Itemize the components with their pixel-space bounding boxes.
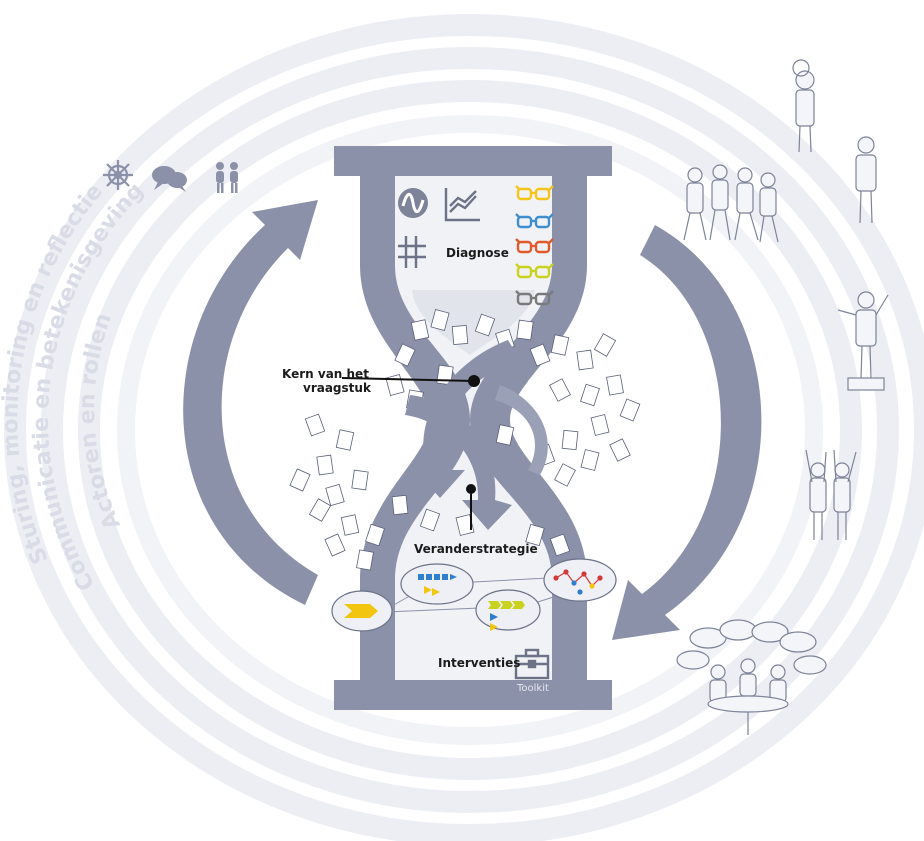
left-cycle-arrow: [183, 200, 318, 605]
kern-pointer: [341, 375, 480, 387]
glasses-blue-icon: [515, 213, 554, 229]
bubble-right: [543, 558, 617, 602]
people-pair-icon: [216, 162, 238, 193]
person-standing-illustration: [855, 136, 877, 224]
line-chart-icon: [444, 188, 480, 222]
glasses-red-icon: [515, 238, 554, 254]
interventies-label: Interventies: [438, 656, 521, 670]
toolbox-icon: [514, 648, 550, 680]
strategy-bubbles: [331, 558, 617, 632]
kern-label-line1: Kern van het: [282, 367, 369, 381]
glasses-icons: [515, 185, 554, 306]
veranderstrategie-pointer: [466, 484, 476, 530]
grid-icon: [398, 236, 426, 268]
background-rings: [4, 14, 924, 841]
central-twist-arrows: [405, 340, 548, 530]
sine-wave-icon: [398, 188, 428, 218]
toolkit-label: Toolkit: [517, 683, 549, 694]
veranderstrategie-label: Veranderstrategie: [414, 542, 538, 556]
person-magnifier-illustration: [792, 59, 815, 153]
meeting-table-illustration: [676, 619, 827, 735]
bubble-middle: [475, 589, 541, 631]
glasses-grey-icon: [515, 290, 554, 306]
diagnose-label: Diagnose: [446, 246, 509, 260]
cheering-pair-illustration: [805, 449, 857, 540]
walking-group-illustration: [683, 164, 779, 243]
kern-label-line2: vraagstuk: [303, 381, 371, 395]
right-cycle-arrow: [612, 225, 762, 640]
helm-wheel-icon: [103, 160, 133, 190]
glasses-yellow-icon: [515, 185, 554, 201]
speech-bubbles-icon: [152, 166, 187, 192]
sketch-people: [676, 59, 889, 735]
glasses-green-icon: [515, 263, 554, 279]
hourglass-frame: [334, 146, 612, 710]
bubble-top: [400, 563, 474, 605]
speaker-podium-illustration: [837, 291, 889, 391]
